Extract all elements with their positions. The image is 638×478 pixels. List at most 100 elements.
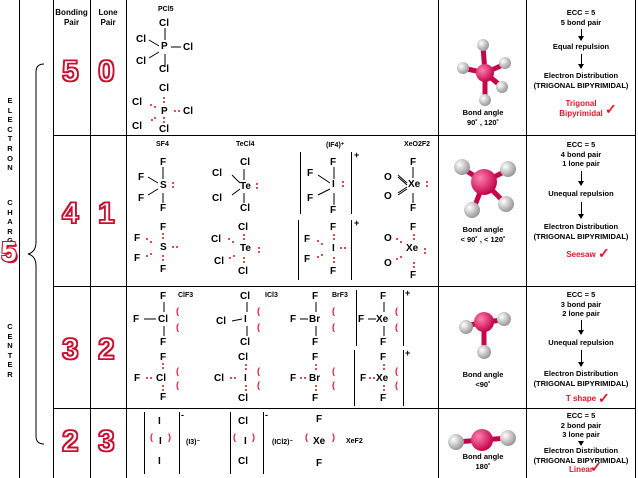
repulsion-row3: Unequal repulsion xyxy=(548,338,614,347)
atom-label: Cl xyxy=(159,124,169,135)
atom-label: S xyxy=(160,180,167,191)
atom-label: F xyxy=(304,254,311,265)
atom-label: Cl xyxy=(240,203,250,214)
trigonal-bipyramidal-model xyxy=(457,39,511,106)
distribution-row1: Electron Distribution(TRIGONAL BIPYRIMID… xyxy=(533,71,629,90)
grid-line xyxy=(19,0,20,478)
atom-label: P xyxy=(161,106,168,117)
lone-count-row1: 0 xyxy=(97,54,115,89)
atom-label: Cl xyxy=(238,222,248,233)
atom-label: I xyxy=(159,436,162,447)
atom-label: F xyxy=(160,352,167,363)
molecule-label: TeCl4 xyxy=(236,141,255,148)
atom-label: F xyxy=(133,314,140,325)
atom-label: Cl xyxy=(216,316,226,327)
atom-label: Cl xyxy=(212,193,222,204)
lone-count-row4: 3 xyxy=(97,424,115,459)
molecule-label: XeO2F2 xyxy=(404,141,431,148)
atom-label: Xe xyxy=(408,179,421,190)
atom-label: O xyxy=(384,233,392,244)
atom-label: S xyxy=(160,242,167,253)
lone-count-row2: 1 xyxy=(97,196,115,231)
grid-line xyxy=(438,0,439,478)
bond-angle-row3: Bond angle<90˚ xyxy=(462,370,504,389)
grid-line xyxy=(526,0,527,478)
atom-label: F xyxy=(307,168,314,179)
atom-label: F xyxy=(160,157,167,168)
bond-lines xyxy=(317,167,335,205)
bonding-count-row3: 3 xyxy=(61,332,79,367)
lone-count-row3: 2 xyxy=(97,332,115,367)
shape-row4: Linear xyxy=(568,465,593,474)
grid-line xyxy=(90,0,91,478)
atom-label: F xyxy=(160,222,167,233)
atom-label: F xyxy=(290,314,297,325)
atom-label: Xe xyxy=(313,436,326,447)
atom-label: Br xyxy=(309,373,321,384)
atom-label: Cl xyxy=(156,373,166,384)
grid-line xyxy=(53,0,54,478)
atom-label: F xyxy=(307,193,314,204)
atom-label: Xe xyxy=(376,373,389,384)
atom-label: F xyxy=(312,337,319,348)
atom-label: Cl xyxy=(183,42,193,53)
grid-line xyxy=(53,286,636,287)
atom-label: Cl xyxy=(214,373,224,384)
distribution-row3: Electron Distribution(TRIGONAL BIPYRIMID… xyxy=(533,369,629,388)
atom-label: F xyxy=(360,373,367,384)
seesaw-model xyxy=(454,159,516,218)
atom-label: F xyxy=(380,393,387,404)
atom-label: Cl xyxy=(240,291,250,302)
grid-line xyxy=(126,0,127,478)
atom-label: F xyxy=(160,203,167,214)
atom-label: P xyxy=(161,41,168,52)
atom-label: F xyxy=(330,222,337,233)
atom-label: Xe xyxy=(406,243,419,254)
atom-label: F xyxy=(160,264,167,275)
atom-label: Cl xyxy=(183,106,193,117)
atom-label: F xyxy=(410,157,417,168)
atom-label: I xyxy=(332,243,335,254)
repulsion-row1: Equal repulsion xyxy=(552,42,610,51)
grid-line xyxy=(53,408,636,409)
header-bonding-pair: Bonding Pair xyxy=(55,8,88,27)
shape-row2: Seesaw xyxy=(566,250,596,259)
molecule-label: (IF4)⁺ xyxy=(326,142,345,149)
molecule-label: XeF2 xyxy=(346,438,363,445)
atom-label: Cl xyxy=(159,18,169,29)
atom-label: Cl xyxy=(238,393,248,404)
atom-label: Cl xyxy=(136,34,146,45)
shape-row1: Trigonal Bipyrimidal xyxy=(559,99,603,118)
atom-label: Cl xyxy=(159,83,169,94)
shape-row3: T shape xyxy=(565,394,597,403)
atom-label: Cl xyxy=(238,416,248,427)
molecule-label: ClF3 xyxy=(178,292,194,299)
atom-label: F xyxy=(316,414,323,425)
check-icon: ✓ xyxy=(598,390,610,406)
atom-label: Cl xyxy=(132,97,142,108)
check-icon: ✓ xyxy=(605,101,617,117)
molecule-label: BrF3 xyxy=(332,292,348,299)
atom-label: F xyxy=(160,392,167,403)
atom-label: F xyxy=(358,314,365,325)
header-lone-pair: Lone Pair xyxy=(98,8,118,27)
atom-label: F xyxy=(304,234,311,245)
atom-label: Cl xyxy=(238,352,248,363)
molecule-label: (ICl2)⁻ xyxy=(272,439,294,446)
atom-label: O xyxy=(384,191,392,202)
atom-label: F xyxy=(330,205,337,216)
atom-label: F xyxy=(134,373,141,384)
atom-label: Cl xyxy=(211,234,221,245)
atom-label: F xyxy=(134,233,141,244)
atom-label: F xyxy=(410,270,417,281)
atom-label: F xyxy=(330,157,337,168)
molecule-label: PCl5 xyxy=(158,6,174,13)
atom-label: I xyxy=(158,456,161,467)
distribution-row4: Electron Distribution(TRIGONAL BIPYRIMID… xyxy=(533,446,629,465)
